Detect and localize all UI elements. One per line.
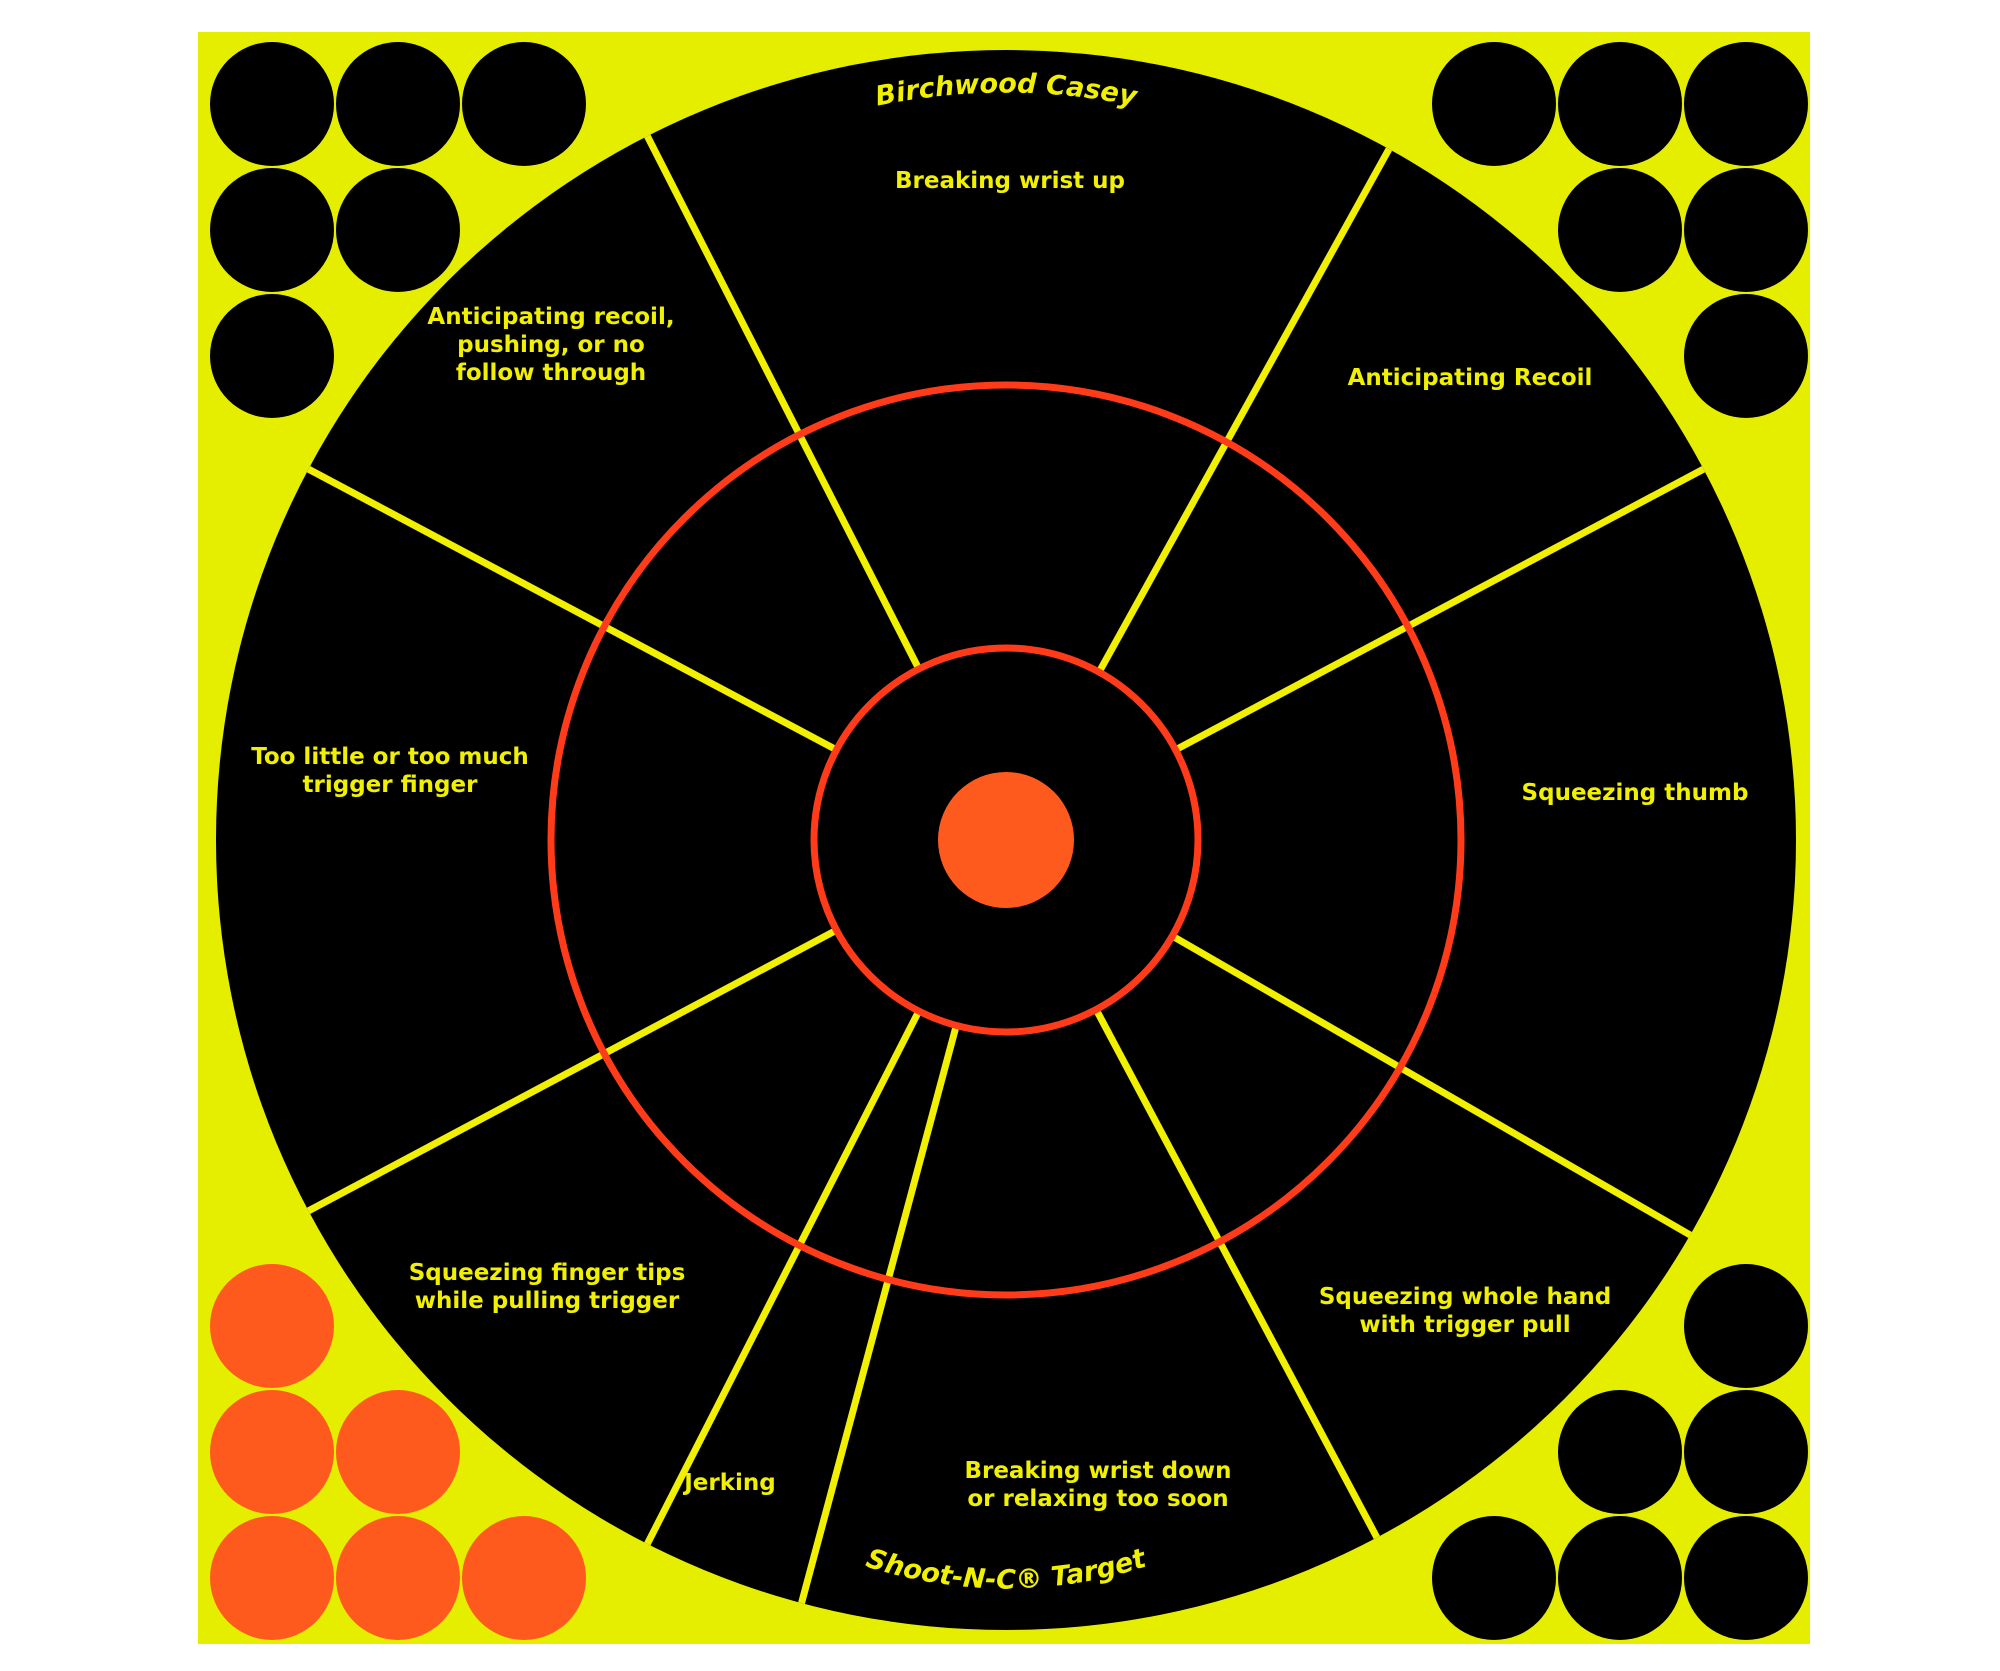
sector-labels: Breaking wrist up Anticipating RecoilSque…	[251, 168, 1748, 1512]
sector-divider-1	[644, 134, 921, 668]
sector-label-line: Breaking wrist down	[964, 1458, 1231, 1484]
repair-patch-top-right-5	[1684, 168, 1808, 292]
sector-label-line: Squeezing finger tips	[409, 1260, 686, 1286]
sector-label-breaking-wrist-up: Breaking wrist up	[895, 168, 1125, 194]
repair-patch-top-right-2	[1558, 42, 1682, 166]
repair-patch-bottom-left-4	[210, 1516, 334, 1640]
sector-label-line: Anticipating Recoil	[1348, 365, 1593, 391]
sector-divider-8	[306, 928, 836, 1214]
repair-patch-bottom-left-6	[462, 1516, 586, 1640]
repair-patch-top-right-4	[1558, 168, 1682, 292]
repair-patch-bottom-right-4	[1432, 1516, 1556, 1640]
sector-divider-2	[1097, 147, 1393, 672]
repair-patch-bottom-left-2	[210, 1390, 334, 1514]
repair-patch-bottom-left-5	[336, 1516, 460, 1640]
repair-patch-bottom-right-2	[1558, 1390, 1682, 1514]
repair-patch-top-right-3	[1684, 42, 1808, 166]
sector-label-line: Anticipating recoil,	[427, 304, 674, 330]
sector-label-line: trigger finger	[303, 772, 479, 798]
inner-ring	[810, 644, 1202, 1036]
sector-label-line: Squeezing thumb	[1522, 780, 1749, 806]
sector-label-jerking: Jerking	[682, 1470, 776, 1496]
sector-divider-9	[306, 466, 836, 752]
repair-patch-bottom-right-3	[1684, 1390, 1808, 1514]
sector-dividers	[306, 134, 1706, 1604]
repair-patch-bottom-left-1	[210, 1264, 334, 1388]
sector-label-anticipating-recoil: Anticipating Recoil	[1348, 365, 1593, 391]
corner-patches	[210, 42, 1808, 1640]
repair-patch-top-left-6	[210, 294, 334, 418]
outer-ring	[547, 381, 1465, 1299]
sector-label-line: Too little or too much	[251, 744, 529, 770]
repair-patch-bottom-right-1	[1684, 1264, 1808, 1388]
sector-label-line: with trigger pull	[1359, 1312, 1570, 1338]
repair-patch-bottom-right-5	[1558, 1516, 1682, 1640]
sector-divider-3	[1176, 466, 1706, 752]
repair-patch-bottom-left-3	[336, 1390, 460, 1514]
sector-divider-7	[644, 1012, 921, 1546]
sector-divider-4	[1173, 934, 1692, 1239]
bullseye	[938, 772, 1074, 908]
sector-label-line: Breaking wrist up	[895, 168, 1125, 194]
sector-label-line: pushing, or no	[457, 332, 645, 358]
repair-patch-top-left-1	[210, 42, 334, 166]
sector-divider-5	[1094, 1010, 1380, 1540]
repair-patch-top-right-6	[1684, 294, 1808, 418]
repair-patch-top-left-4	[210, 168, 334, 292]
repair-patch-top-left-2	[336, 42, 460, 166]
repair-patch-top-left-3	[462, 42, 586, 166]
sector-label-line: Jerking	[682, 1470, 776, 1496]
sector-label-line: follow through	[456, 360, 646, 386]
repair-patch-bottom-right-6	[1684, 1516, 1808, 1640]
sector-divider-6	[798, 1027, 959, 1604]
sector-label-line: while pulling trigger	[415, 1288, 680, 1314]
repair-patch-top-right-1	[1432, 42, 1556, 166]
sector-label-line: or relaxing too soon	[967, 1486, 1228, 1512]
repair-patch-top-left-5	[336, 168, 460, 292]
sector-label-line: Squeezing whole hand	[1319, 1284, 1611, 1310]
sector-label-squeezing-thumb: Squeezing thumb	[1522, 780, 1749, 806]
